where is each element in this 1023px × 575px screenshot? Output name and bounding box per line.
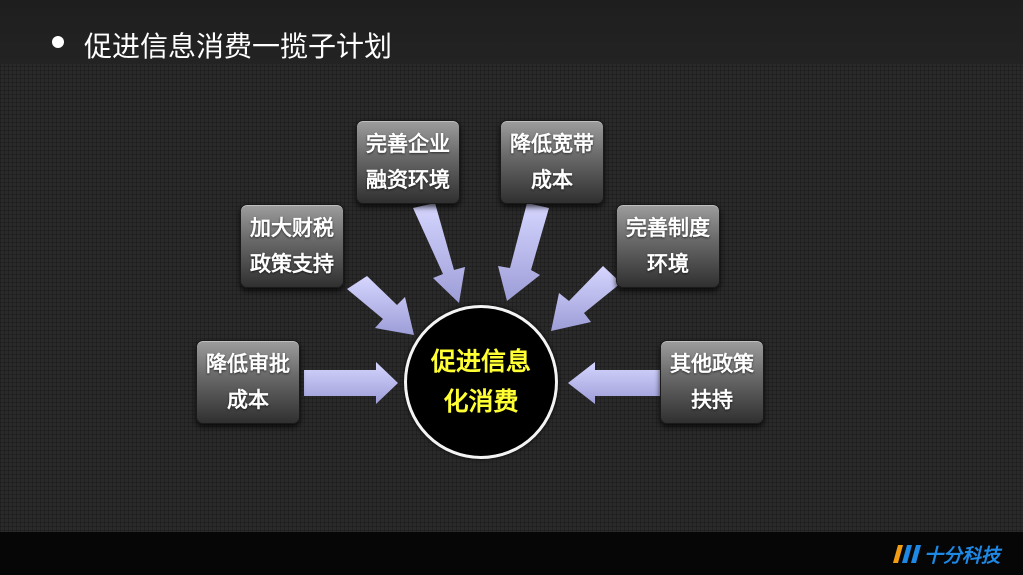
node-fiscal-line2: 政策支持 bbox=[250, 252, 334, 276]
center-line2: 化消费 bbox=[443, 387, 519, 416]
arrow-from-approval bbox=[304, 362, 398, 404]
logo-text: 十分科技 bbox=[924, 544, 1001, 567]
arrow-from-institution bbox=[551, 266, 621, 331]
title-band bbox=[0, 0, 1023, 64]
arrow-from-fiscal bbox=[347, 276, 414, 335]
slide-title: 促进信息消费一揽子计划 bbox=[84, 30, 393, 63]
node-institution-line1: 完善制度 bbox=[626, 216, 710, 240]
arrow-from-other bbox=[568, 362, 661, 404]
logo-mark-icon bbox=[893, 545, 921, 563]
node-finance: 完善企业 融资环境 bbox=[356, 120, 460, 204]
node-approval-line1: 降低审批 bbox=[206, 352, 290, 376]
node-broadband-line1: 降低宽带 bbox=[510, 132, 594, 156]
node-finance-line1: 完善企业 bbox=[366, 132, 450, 156]
node-finance-line2: 融资环境 bbox=[366, 168, 450, 192]
arrow-from-broadband bbox=[498, 203, 549, 301]
node-institution-line2: 环境 bbox=[647, 252, 689, 276]
bullet-icon bbox=[52, 36, 64, 48]
node-other: 其他政策 扶持 bbox=[660, 340, 764, 424]
node-broadband: 降低宽带 成本 bbox=[500, 120, 604, 204]
company-logo: 十分科技 bbox=[892, 541, 1000, 567]
node-other-line1: 其他政策 bbox=[670, 352, 754, 376]
arrow-from-finance bbox=[413, 203, 465, 303]
center-line1: 促进信息 bbox=[430, 347, 531, 376]
node-fiscal: 加大财税 政策支持 bbox=[240, 204, 344, 288]
node-approval: 降低审批 成本 bbox=[196, 340, 300, 424]
node-approval-line2: 成本 bbox=[227, 388, 269, 412]
node-broadband-line2: 成本 bbox=[531, 168, 573, 192]
node-other-line2: 扶持 bbox=[691, 388, 733, 412]
node-institution: 完善制度 环境 bbox=[616, 204, 720, 288]
center-circle: 促进信息 化消费 bbox=[404, 305, 558, 459]
footer-band bbox=[0, 532, 1023, 575]
node-fiscal-line1: 加大财税 bbox=[250, 216, 334, 240]
